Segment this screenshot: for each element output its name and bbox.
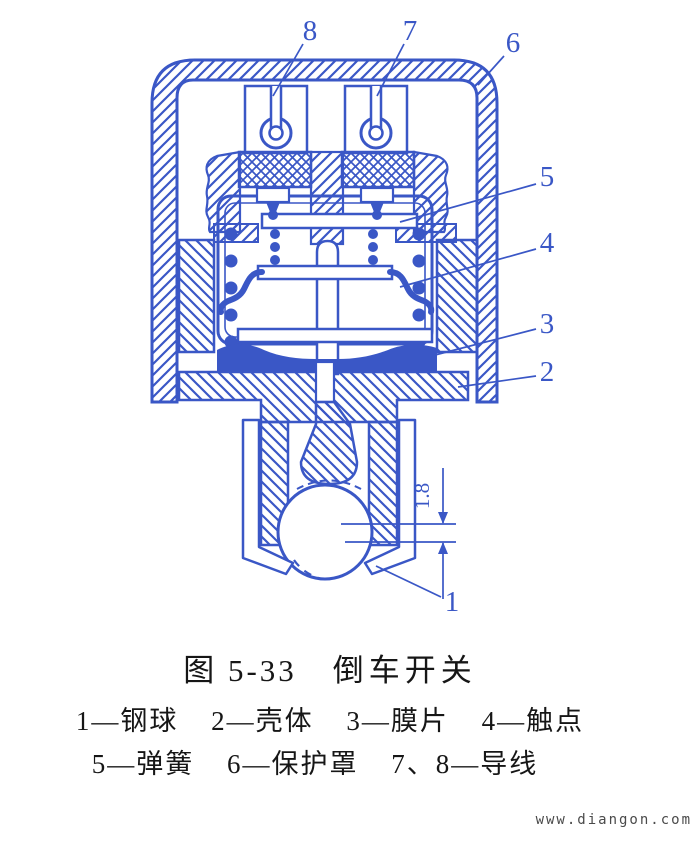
legend-entry-2: 2—壳体 — [211, 706, 314, 736]
callout-6-label: 6 — [506, 27, 521, 59]
chamber-base-plate — [236, 327, 434, 344]
callout-5-leader — [399, 183, 537, 223]
wire-terminal-right — [343, 84, 409, 155]
callout-1-leader — [375, 565, 442, 598]
ball-hidden-arc — [293, 559, 323, 581]
callout-1-label: 1 — [445, 586, 460, 618]
callout-5-label: 5 — [540, 161, 555, 193]
cap-section-center — [309, 150, 345, 246]
housing-wall-left — [177, 238, 216, 354]
fixed-contact-right — [359, 186, 395, 220]
insulator-block-right — [340, 150, 416, 189]
callout-2-leader — [457, 375, 537, 388]
wire-eyelet-hole-left — [268, 125, 284, 141]
legend-entry-7-8: 7、8—导线 — [391, 749, 539, 779]
housing-wall-right — [435, 238, 479, 354]
main-spring-left — [224, 227, 238, 349]
figure-number: 图 5-33 — [183, 653, 297, 688]
contact-arm-right — [387, 269, 435, 315]
figure-caption: 图 5-33 倒车开关 — [0, 645, 660, 690]
callout-8-label: 8 — [303, 15, 318, 47]
dim-arrow-down — [438, 512, 448, 524]
upper-contact-plate — [260, 212, 419, 230]
wire-terminal-left — [243, 84, 309, 155]
callout-6-leader — [477, 55, 505, 86]
figure-title: 倒车开关 — [332, 653, 477, 688]
sleeve-right — [363, 418, 417, 576]
callout-2-label: 2 — [540, 356, 555, 388]
legend-entry-5: 5—弹簧 — [91, 749, 195, 779]
diaphragm-pin-slot — [314, 360, 336, 404]
diaphragm — [217, 344, 437, 372]
contact-point-left — [268, 210, 278, 220]
plunger — [315, 239, 340, 376]
insulator-block-left — [237, 150, 313, 189]
dimension-text: 1.8 — [410, 483, 434, 509]
legend-entry-4: 4—触点 — [481, 706, 585, 736]
contact-arm-left — [217, 269, 265, 315]
callout-7-leader — [376, 43, 405, 97]
cap-section-left-ear — [205, 150, 242, 234]
stem-wall-right — [367, 420, 399, 547]
fixed-contact-left — [255, 186, 291, 220]
legend-entry-3: 3—膜片 — [346, 706, 449, 736]
switch-sectional-diagram: 1.8 8 7 6 5 4 3 2 1 — [150, 15, 555, 618]
callout-3-label: 3 — [540, 308, 555, 340]
contact-spring-left — [270, 229, 280, 265]
watermark: www.diangon.com — [535, 812, 692, 828]
dim-arrow-up — [438, 542, 448, 554]
protective-cover-section — [150, 58, 499, 404]
legend-row-1: 1—钢球 2—壳体 3—膜片 4—触点 — [0, 699, 660, 738]
legend-entry-6: 6—保护罩 — [227, 749, 359, 779]
bore-hidden-arc — [296, 479, 362, 490]
callout-4-leader — [399, 248, 537, 288]
dimension-1-8: 1.8 — [341, 468, 456, 599]
sleeve-left — [241, 418, 295, 576]
steel-ball — [276, 483, 374, 581]
legend-entry-1: 1—钢球 — [75, 706, 179, 736]
callout-3-leader — [434, 328, 537, 356]
wire-eyelet-hole-right — [368, 125, 384, 141]
contact-spring-right — [368, 229, 378, 265]
contact-point-right — [372, 210, 382, 220]
callout-7-label: 7 — [403, 15, 418, 47]
callout-4-label: 4 — [540, 227, 555, 259]
dim-extension-lines — [341, 523, 456, 543]
legend-row-2: 5—弹簧 6—保护罩 7、8—导线 — [0, 742, 630, 781]
moving-contact-plate — [256, 264, 394, 281]
callout-8-leader — [272, 43, 304, 97]
